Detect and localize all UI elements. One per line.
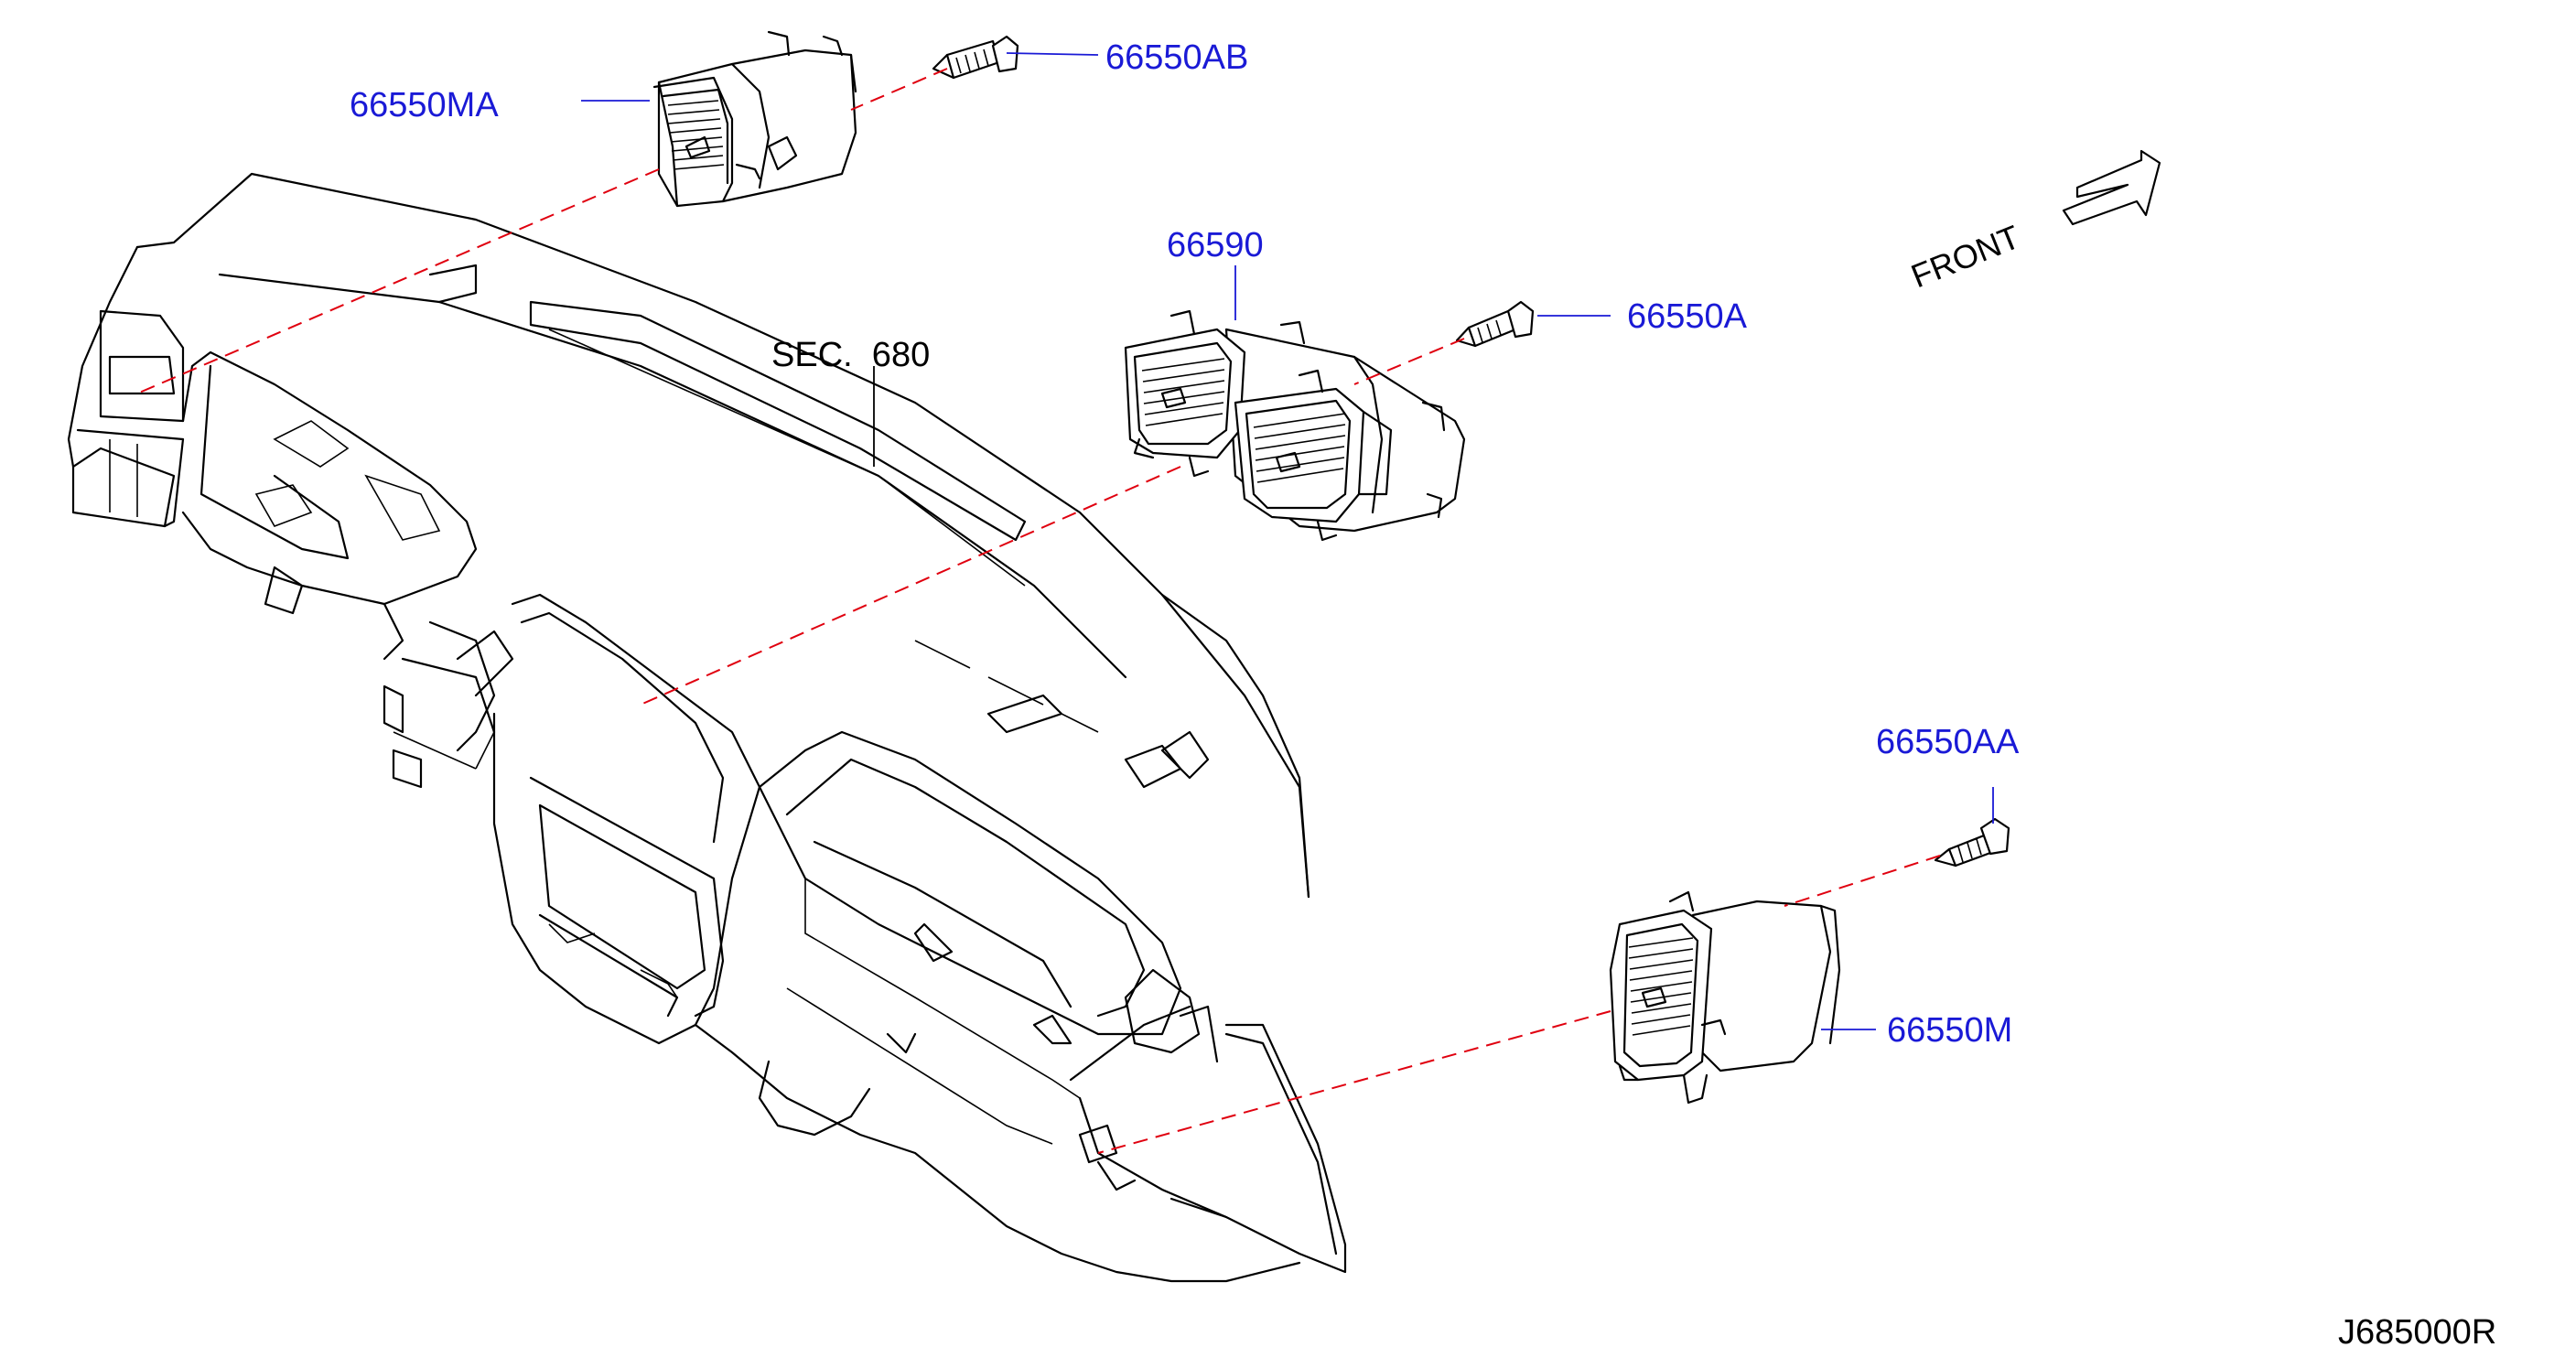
screw-icon (932, 35, 1019, 80)
front-arrow-icon (2062, 149, 2161, 226)
screw-icon (1455, 300, 1535, 348)
screw-icon (1934, 817, 2010, 868)
center-vent-icon (1124, 309, 1466, 542)
part-label-66550M: 66550M (1887, 1011, 2012, 1050)
part-label-66590: 66590 (1167, 226, 1264, 264)
part-label-66550MA: 66550MA (350, 86, 499, 124)
front-direction-label: FRONT (1906, 218, 2025, 295)
side-vent-right-icon (1609, 890, 1841, 1105)
part-label-66550AA: 66550AA (1876, 723, 2020, 761)
part-label-66550AB: 66550AB (1105, 38, 1248, 77)
side-vent-left-icon (652, 30, 857, 208)
leader-lines (581, 52, 1994, 1030)
assembly-lines (136, 68, 1941, 1154)
sheet-code: J685000R (2338, 1313, 2496, 1352)
labels: 66550MA 66550AB 66590 66550A 66550AA 665… (350, 38, 2496, 1352)
section-reference: SEC. 680 (771, 336, 930, 374)
part-label-66550A: 66550A (1627, 297, 1748, 336)
instrument-panel-icon (67, 172, 1347, 1283)
